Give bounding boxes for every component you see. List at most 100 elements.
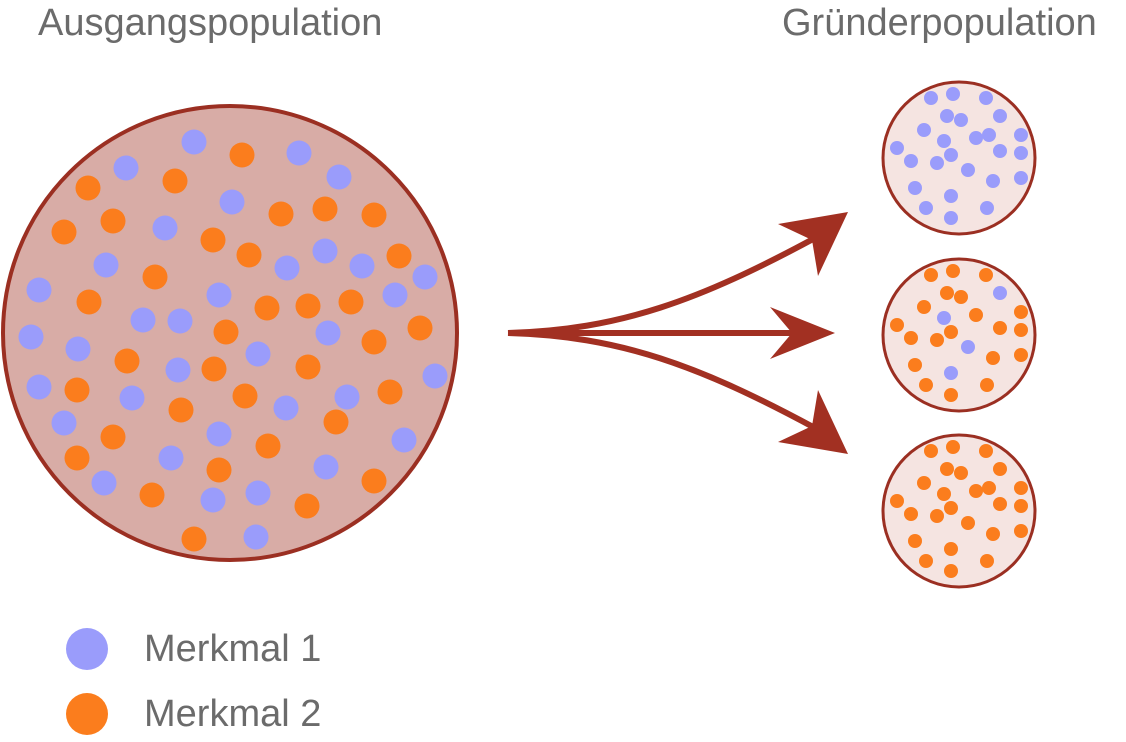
trait-1-dot [315,320,341,346]
trait-2-dot [206,457,232,483]
trait-1-dot [944,211,958,225]
trait-2-dot [979,444,993,458]
trait-1-dot [937,311,951,325]
trait-1-dot [919,201,933,215]
trait-2-dot [294,493,320,519]
trait-2-dot [954,466,968,480]
trait-2-dot [924,268,938,282]
trait-1-dot [1014,128,1028,142]
trait-1-dot [274,255,300,281]
trait-1-dot [200,487,226,513]
trait-1-dot [326,164,352,190]
trait-1-dot [422,363,448,389]
trait-2-dot [162,168,188,194]
trait-2-dot [980,378,994,392]
trait-2-dot [361,202,387,228]
trait-1-dot [119,385,145,411]
trait-2-dot [919,554,933,568]
arrow-to-founder-3 [507,330,817,431]
trait-1-dot [312,238,338,264]
trait-2-dot [236,242,262,268]
legend-label: Merkmal 2 [144,692,322,735]
trait-2-dot [75,175,101,201]
trait-1-swatch [66,628,108,670]
trait-2-dot [979,268,993,282]
trait-1-dot [65,336,91,362]
trait-2-dot [986,351,1000,365]
trait-2-dot [201,356,227,382]
trait-1-dot [930,156,944,170]
trait-2-dot [407,315,433,341]
trait-2-dot [51,219,77,245]
trait-1-dot [1014,146,1028,160]
trait-2-dot [323,409,349,435]
trait-1-dot [51,410,77,436]
trait-1-dot [944,148,958,162]
trait-2-dot [961,516,975,530]
trait-2-dot [232,383,258,409]
trait-1-dot [26,374,52,400]
trait-2-dot [377,379,403,405]
founder-population-1 [881,80,1037,236]
trait-2-dot [1014,348,1028,362]
trait-2-dot [908,358,922,372]
trait-1-dot [993,109,1007,123]
trait-2-dot [930,509,944,523]
trait-2-dot [917,300,931,314]
trait-2-dot [338,289,364,315]
trait-2-dot [904,331,918,345]
arrowhead-to-founder-1 [778,212,848,276]
trait-1-dot [219,189,245,215]
trait-2-dot [993,497,1007,511]
trait-2-dot [114,348,140,374]
trait-2-dot [890,318,904,332]
trait-2-dot [213,319,239,345]
trait-2-dot [100,424,126,450]
trait-2-dot [982,481,996,495]
trait-2-dot [993,321,1007,335]
trait-2-dot [181,526,207,552]
trait-2-dot [940,462,954,476]
trait-2-dot [100,208,126,234]
trait-2-dot [969,484,983,498]
trait-1-dot [940,109,954,123]
arrows [507,212,848,454]
trait-1-dot [980,201,994,215]
trait-2-dot [919,378,933,392]
trait-2-dot [908,534,922,548]
legend-item-trait-2: Merkmal 2 [66,692,321,736]
trait-1-dot [937,134,951,148]
trait-2-dot [890,494,904,508]
source-population [1,104,459,562]
trait-1-dot [26,277,52,303]
trait-2-dot [954,290,968,304]
trait-2-dot [168,397,194,423]
founder-population-2 [881,257,1037,413]
trait-1-dot [961,163,975,177]
source-population-title: Ausgangspopulation [38,2,383,44]
trait-1-dot [944,366,958,380]
trait-2-dot [944,325,958,339]
legend-label: Merkmal 1 [144,627,322,670]
trait-2-dot [924,444,938,458]
trait-1-dot [130,307,156,333]
arrowhead-to-founder-2 [770,307,835,359]
trait-1-dot [412,264,438,290]
trait-2-dot [1014,524,1028,538]
trait-2-dot [946,264,960,278]
trait-1-dot [391,427,417,453]
trait-1-dot [273,395,299,421]
trait-1-dot [158,445,184,471]
trait-2-dot [312,196,338,222]
trait-2-dot [969,308,983,322]
trait-1-dot [904,154,918,168]
trait-1-dot [924,91,938,105]
trait-1-dot [954,113,968,127]
trait-1-dot [334,384,360,410]
trait-2-dot [1014,323,1028,337]
trait-1-dot [961,340,975,354]
trait-2-dot [295,354,321,380]
trait-1-dot [993,144,1007,158]
trait-1-dot [982,128,996,142]
